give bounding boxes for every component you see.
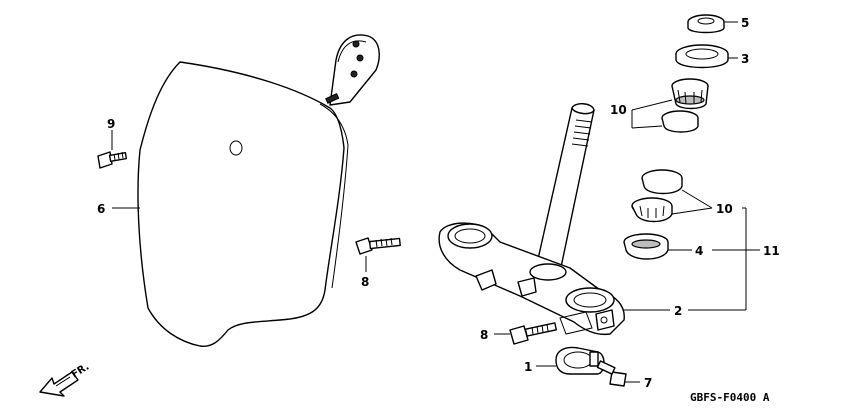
callout-8-upper: 8 [361,275,369,289]
callout-10-upper: 10 [610,103,627,117]
callout-1: 1 [524,360,532,374]
plate-hole [229,140,243,156]
bolt-9 [97,151,128,169]
callouts: 9 6 8 8 1 7 2 5 3 10 10 4 11 [97,16,780,390]
bolt-8-upper [355,237,401,255]
callout-11: 11 [763,244,780,258]
bearing-10-upper [671,78,709,110]
steering-stem [535,103,595,273]
callout-2: 2 [674,304,682,318]
cable-guide [555,346,605,375]
number-plate [137,34,380,347]
callout-9: 9 [107,117,115,131]
bearing-10-lower [631,197,673,223]
front-direction-arrow: FR. [39,361,92,397]
bottom-bridge [438,222,625,336]
stay-slot [325,92,340,104]
direction-label: FR. [70,361,92,380]
callout-5: 5 [741,16,749,30]
callout-6: 6 [97,202,105,216]
callout-8-lower: 8 [480,328,488,342]
dust-seal-4 [623,233,669,260]
stay-hole-mid [356,54,364,62]
lock-nut-5 [687,14,725,34]
callout-4: 4 [695,244,703,258]
dust-seal-3 [675,44,729,69]
race-10-upper [661,110,699,133]
callout-3: 3 [741,52,749,66]
stay-hole-low [350,70,358,78]
stay-hole-top [352,40,360,48]
diagram-code: GBFS-F0400 A [690,391,770,404]
callout-10-lower: 10 [716,202,733,216]
callout-7: 7 [644,376,652,390]
race-10-lower [641,169,683,195]
bolt-8-lower [509,322,557,345]
bolt-7 [596,360,627,387]
leader-lines [111,21,760,383]
